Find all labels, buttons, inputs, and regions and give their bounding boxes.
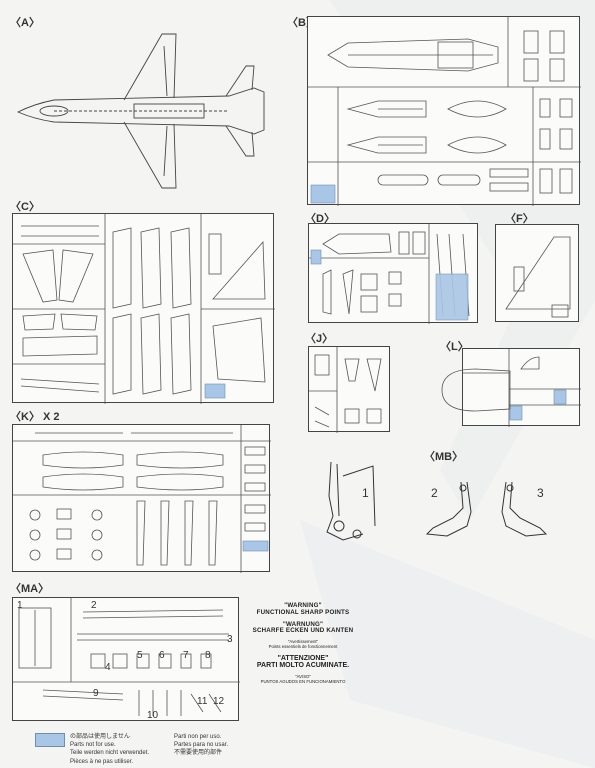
ma-number-3: 3	[227, 634, 233, 645]
warning-block: "WARNING" FUNCTIONAL SHARP POINTS "WARNU…	[243, 602, 363, 685]
warning-de-title: "WARNUNG"	[282, 620, 324, 628]
not-for-use-swatch	[35, 733, 65, 747]
legend-line: Partes para no usar.	[174, 742, 229, 749]
warning-es-title: "AVISO"	[295, 674, 311, 680]
parts-tree-l	[462, 348, 581, 427]
warning-fr-title: "Avertissement"	[287, 639, 319, 645]
aircraft-top-view	[16, 33, 265, 189]
legend-column-2: Parti non per uso. Partes para no usar. …	[174, 733, 228, 758]
warning-fr-text: Points essentiels de fonctionnement	[268, 643, 338, 649]
warning-it-title: "ATTENZIONE"	[277, 654, 329, 662]
label-section-c: 〈C〉	[10, 201, 40, 213]
landing-gear-mb-3	[501, 481, 548, 537]
label-section-k: 〈K〉 X 2	[10, 411, 60, 423]
parts-tree-c	[12, 213, 275, 404]
gear-number-2: 2	[431, 486, 438, 500]
ma-number-4: 4	[105, 662, 111, 673]
ma-number-5: 5	[137, 650, 143, 661]
legend-column-1: の部品は使用しません Parts not for use. Teile werd…	[70, 733, 149, 766]
ma-number-12: 12	[213, 696, 225, 707]
canopy-part-l	[441, 368, 511, 412]
label-section-j: 〈J〉	[305, 333, 334, 345]
legend-line: Pièces à ne pas utiliser.	[70, 758, 134, 765]
gear-number-1: 1	[362, 486, 369, 500]
parts-tree-ma: 1 2 3 4 5 6 7 8 9 10 11 12	[12, 597, 240, 721]
ma-number-8: 8	[205, 650, 211, 661]
ma-number-7: 7	[183, 650, 189, 661]
warning-de-text: SCHARFE ECKEN UND KANTEN	[252, 627, 354, 635]
parts-tree-d	[308, 223, 478, 324]
label-section-a: 〈A〉	[10, 17, 40, 29]
label-section-mb: 〈MB〉	[424, 451, 464, 463]
warning-en-text: FUNCTIONAL SHARP POINTS	[256, 608, 350, 616]
legend-line: Parts not for use.	[70, 742, 116, 749]
warning-es-text: PUNTOS AGUDOS EN FUNCIONAMIENTO	[260, 678, 346, 684]
label-section-d: 〈D〉	[305, 213, 335, 225]
label-section-l: 〈L〉	[440, 341, 469, 353]
parts-tree-b	[307, 16, 581, 206]
ma-number-2: 2	[91, 600, 97, 611]
gear-number-3: 3	[537, 486, 544, 500]
label-section-f: 〈F〉	[505, 213, 534, 225]
landing-gear-mb-1	[326, 461, 376, 541]
landing-gear-mb-2	[425, 481, 472, 537]
ma-number-9: 9	[93, 688, 99, 699]
ma-number-6: 6	[159, 650, 165, 661]
legend-line: の部品は使用しません	[70, 734, 130, 740]
warning-it-text: PARTI MOLTO ACUMINATE.	[256, 662, 350, 670]
ma-number-11: 11	[197, 696, 208, 707]
label-section-ma: 〈MA〉	[10, 583, 50, 595]
ma-number-1: 1	[17, 600, 23, 611]
ma-number-10: 10	[147, 710, 159, 721]
parts-tree-j	[308, 346, 390, 433]
legend-line: Parti non per uso.	[174, 734, 222, 740]
legend-line: Teile werden nicht verwendet.	[70, 750, 150, 757]
parts-tree-k	[12, 424, 271, 573]
legend-line: 不需要使用的部件	[174, 750, 223, 757]
parts-tree-f	[495, 224, 579, 322]
warning-en-title: "WARNING"	[284, 602, 322, 609]
